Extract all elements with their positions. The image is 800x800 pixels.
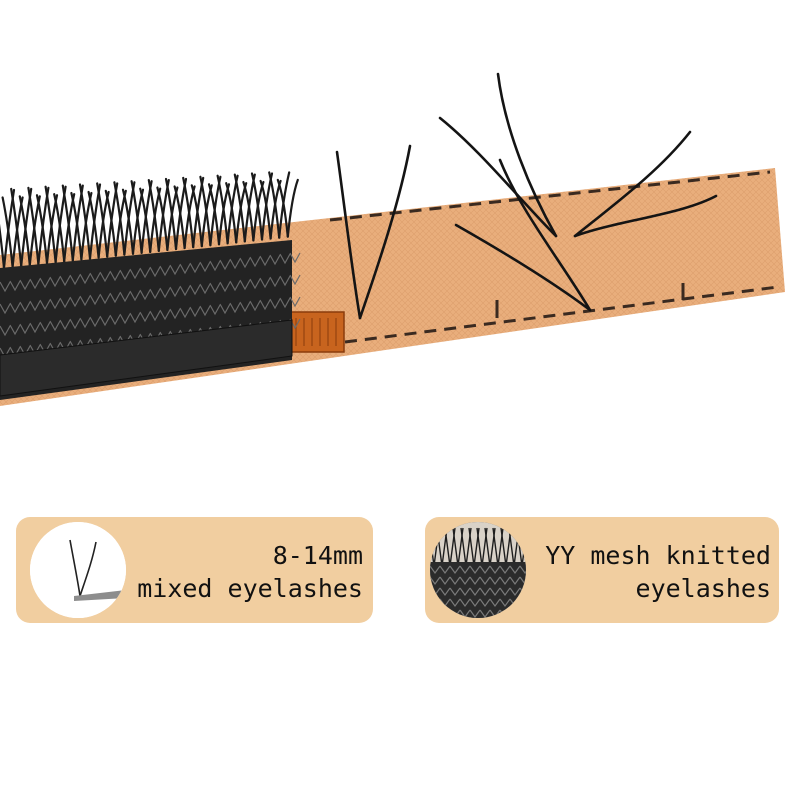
single-yy-lash-icon-graphic bbox=[30, 522, 126, 618]
single-yy-lash-icon bbox=[30, 522, 126, 618]
feature-card-length: 8-14mm mixed eyelashes bbox=[16, 517, 373, 623]
feature-length-line-2: mixed eyelashes bbox=[137, 574, 363, 603]
feature-card-mesh: YY mesh knitted eyelashes bbox=[425, 517, 779, 623]
loose-lashes bbox=[335, 72, 718, 320]
feature-mesh-line-2: eyelashes bbox=[635, 574, 771, 603]
feature-mesh-line-1: YY mesh knitted bbox=[545, 541, 771, 570]
eyelash-strip-illustration bbox=[0, 72, 785, 406]
mesh-band bbox=[0, 240, 301, 400]
adhesive-tab bbox=[287, 311, 345, 353]
dashed-guide-top bbox=[329, 170, 771, 222]
mesh-lash-closeup-icon-graphic bbox=[430, 522, 526, 618]
dashed-guide-bottom bbox=[344, 285, 779, 344]
eyelash-strip-product-photo bbox=[0, 72, 785, 406]
feature-length-line-1: 8-14mm bbox=[272, 541, 363, 570]
mesh-lash-closeup-icon bbox=[430, 522, 526, 618]
lash-fan bbox=[0, 171, 299, 270]
